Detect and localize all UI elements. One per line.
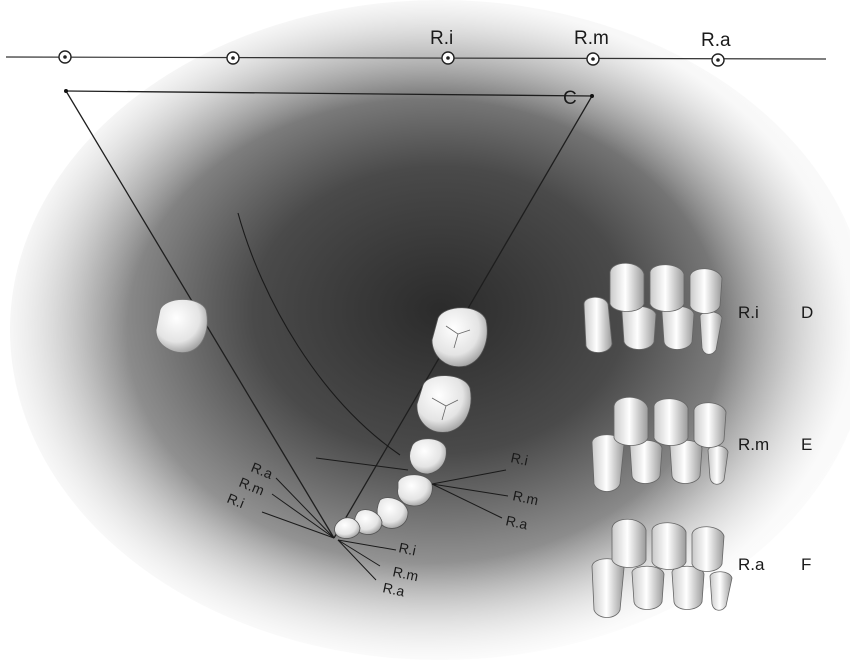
top-label-rm: R.m — [574, 28, 609, 49]
triangle-vertex — [64, 89, 68, 93]
upper-tooth — [654, 399, 688, 446]
axis-marker-ri — [442, 52, 454, 64]
lower-tooth — [662, 306, 694, 349]
upper-tooth — [652, 523, 686, 570]
vertex-label-c: C — [563, 88, 577, 109]
top-label-ra: R.a — [701, 30, 731, 51]
premolar-tooth — [398, 475, 433, 506]
lower-tooth — [670, 440, 702, 483]
axis-marker-rm — [587, 53, 599, 65]
row-e-letter: E — [801, 435, 812, 454]
lower-tooth — [632, 566, 664, 609]
upper-tooth — [692, 527, 724, 572]
row-d-label: R.i — [738, 303, 759, 322]
lower-tooth — [672, 566, 704, 609]
row-e-label: R.m — [738, 435, 769, 454]
lower-tooth — [584, 297, 612, 352]
triangle-vertex-c — [590, 94, 594, 98]
upper-tooth — [650, 265, 684, 312]
upper-tooth — [614, 397, 648, 445]
upper-tooth — [694, 403, 726, 448]
top-label-ri: R.i — [430, 28, 453, 49]
row-d-letter: D — [801, 303, 813, 322]
axis-marker — [59, 51, 71, 63]
upper-tooth — [690, 269, 722, 314]
lower-tooth — [592, 559, 624, 618]
isolated-tooth — [156, 300, 207, 353]
lower-tooth — [622, 306, 656, 349]
upper-tooth — [612, 519, 646, 567]
axis-marker-ra — [712, 54, 724, 66]
axis-marker — [227, 52, 239, 64]
upper-tooth — [610, 263, 644, 311]
lower-tooth — [630, 440, 662, 483]
row-f-label: R.a — [738, 555, 765, 574]
row-f-letter: F — [801, 555, 811, 574]
